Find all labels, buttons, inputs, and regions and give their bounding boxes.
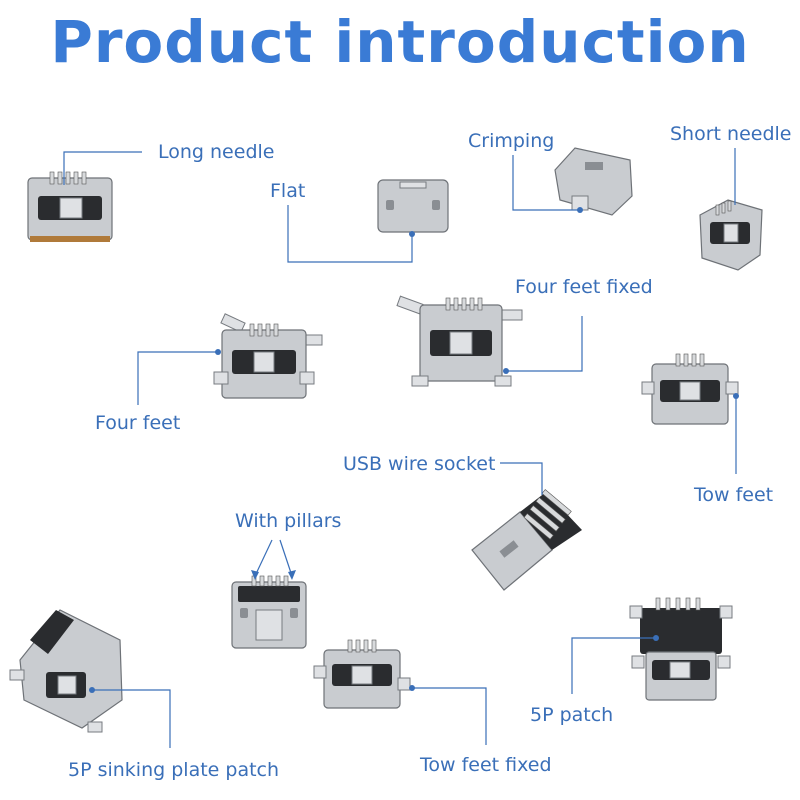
label-short-needle: Short needle [670, 123, 792, 145]
label-5p-patch: 5P patch [530, 704, 614, 726]
leader-four-feet [137, 351, 216, 405]
connector-four-feet-fixed [396, 295, 523, 387]
leader-5p-sinking-plate-patch [92, 689, 171, 748]
leader-flat [287, 205, 413, 263]
label-four-feet: Four feet [95, 412, 181, 434]
leader-5p-patch [571, 637, 654, 694]
connector-usb-wire-socket [471, 489, 582, 591]
connector-tow-feet [641, 353, 739, 425]
leader-with-pillars-right [279, 539, 293, 577]
connector-long-needle [27, 171, 113, 242]
leader-tow-feet-fixed [412, 687, 487, 745]
leader-usb-wire-socket [500, 462, 543, 495]
label-with-pillars: With pillars [235, 510, 342, 532]
connector-5p-patch [629, 597, 733, 701]
label-usb-wire-socket: USB wire socket [343, 453, 496, 475]
label-crimping: Crimping [468, 130, 555, 152]
connector-tow-feet-fixed [313, 639, 411, 709]
connector-with-pillars [231, 575, 307, 649]
label-5p-sinking-plate-patch: 5P sinking plate patch [68, 759, 280, 781]
leader-crimping [512, 155, 578, 211]
connector-short-needle [699, 199, 763, 271]
connector-flat [377, 179, 449, 233]
leader-four-feet-fixed [508, 316, 583, 372]
connector-four-feet [213, 313, 323, 399]
page-title: Product introduction [50, 8, 750, 76]
connector-5p-sinking-plate-patch [9, 609, 123, 733]
connector-crimping [554, 147, 633, 216]
label-tow-feet: Tow feet [694, 484, 774, 506]
label-long-needle: Long needle [158, 141, 275, 163]
label-four-feet-fixed: Four feet fixed [515, 276, 653, 298]
leader-long-needle [63, 151, 142, 185]
label-flat: Flat [270, 180, 306, 202]
leader-with-pillars-left [254, 539, 273, 577]
label-tow-feet-fixed: Tow feet fixed [420, 754, 552, 776]
